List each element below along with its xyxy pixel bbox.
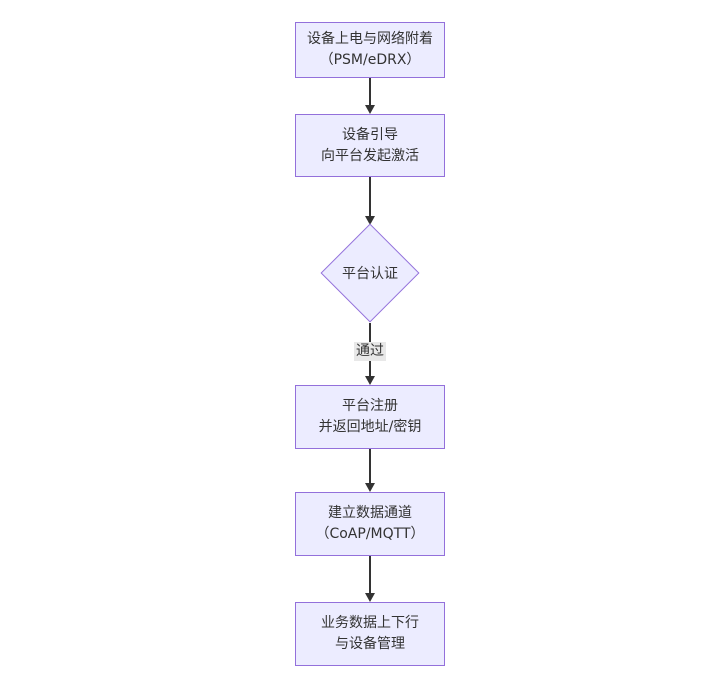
edge-line bbox=[369, 449, 371, 484]
node-text-line: （CoAP/MQTT） bbox=[315, 526, 425, 542]
node-text-line: （PSM/eDRX） bbox=[319, 52, 421, 68]
node-text-line: 建立数据通道 bbox=[328, 505, 412, 521]
node-text-line: 设备引导 bbox=[342, 126, 398, 143]
node-data-channel: 建立数据通道 （CoAP/MQTT） bbox=[295, 492, 445, 556]
node-platform-register: 平台注册 并返回地址/密钥 bbox=[295, 385, 445, 449]
arrowhead-icon bbox=[365, 105, 375, 114]
node-power-network-attach: 设备上电与网络附着 （PSM/eDRX） bbox=[295, 22, 445, 78]
edge-line bbox=[369, 556, 371, 594]
arrowhead-icon bbox=[365, 376, 375, 385]
node-device-bootstrap: 设备引导 向平台发起激活 bbox=[295, 114, 445, 177]
decision-platform-auth: 平台认证 bbox=[320, 223, 420, 323]
node-text-line: 设备上电与网络附着 bbox=[307, 31, 433, 47]
node-text-line: 平台注册 bbox=[342, 398, 398, 414]
arrowhead-icon bbox=[365, 593, 375, 602]
arrowhead-icon bbox=[365, 483, 375, 492]
arrowhead-icon bbox=[365, 216, 375, 225]
node-business-data: 业务数据上下行 与设备管理 bbox=[295, 602, 445, 666]
node-text-line: 并返回地址/密钥 bbox=[318, 419, 422, 435]
edge-line bbox=[369, 177, 371, 217]
edge-line bbox=[369, 78, 371, 106]
node-text-line: 平台认证 bbox=[342, 266, 398, 282]
node-text-line: 向平台发起激活 bbox=[321, 147, 419, 164]
edge-label-pass: 通过 bbox=[354, 342, 386, 361]
node-text-line: 与设备管理 bbox=[335, 636, 405, 652]
node-text-line: 业务数据上下行 bbox=[321, 615, 419, 631]
